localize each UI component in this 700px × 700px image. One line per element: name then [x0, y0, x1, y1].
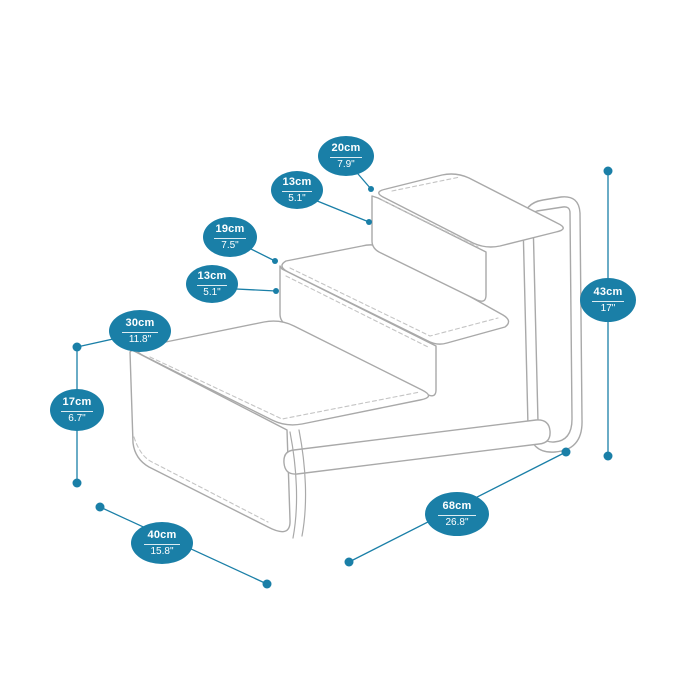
top-tread-stitch: [391, 176, 461, 192]
badge-divider: [214, 237, 246, 239]
dot-top-depth: [368, 186, 374, 192]
badge-divider: [122, 331, 158, 333]
badge-divider: [144, 543, 180, 545]
dimension-inch-label: 15.8": [150, 545, 174, 557]
dimension-inch-label: 6.7": [68, 412, 86, 424]
top-step-tread: [378, 173, 564, 248]
pet-stairs-outline: [129, 173, 583, 533]
base-skirt-stitch: [133, 436, 269, 523]
dimension-cm-label: 43cm: [593, 286, 623, 299]
badge-divider: [591, 300, 625, 302]
middle-riser-stitch: [285, 275, 429, 348]
dimension-badge-overall-length: 68cm 26.8": [425, 492, 489, 536]
middle-tread-stitch: [289, 267, 499, 337]
dimension-badge-bottom-step-depth: 30cm 11.8": [109, 310, 171, 352]
dot-middle-depth: [272, 258, 278, 264]
front-frame-tube-outer: [289, 431, 298, 539]
badge-divider: [61, 410, 93, 412]
badge-divider: [196, 284, 228, 286]
dot-width-right: [262, 579, 272, 589]
dimension-badge-top-step-depth: 20cm 7.9": [318, 136, 374, 176]
dot-bottomheight-top: [72, 342, 82, 352]
dimension-inch-label: 5.1": [203, 286, 221, 298]
top-step-riser: [371, 195, 487, 302]
base-front-face: [129, 349, 291, 533]
top-cushion-stitch: [381, 199, 479, 248]
badge-divider: [329, 156, 363, 158]
dimension-inch-label: 7.5": [221, 239, 239, 251]
dimension-cm-label: 68cm: [442, 500, 472, 513]
dimension-inch-label: 17": [600, 302, 616, 314]
frame-detail-lines: [289, 429, 307, 539]
dimension-cm-label: 20cm: [331, 142, 361, 155]
dimension-cm-label: 13cm: [282, 176, 312, 189]
dimension-inch-label: 11.8": [128, 333, 152, 345]
side-panel-frame: [532, 206, 573, 443]
dot-length-right: [561, 447, 571, 457]
dot-top-height: [366, 219, 372, 225]
dimension-cm-label: 17cm: [62, 396, 92, 409]
badge-divider: [281, 190, 313, 192]
dimension-badge-middle-step-depth: 19cm 7.5": [203, 217, 257, 257]
dimension-inch-label: 5.1": [288, 192, 306, 204]
dimension-dots: [72, 166, 613, 589]
dimension-badge-bottom-step-height: 17cm 6.7": [50, 389, 104, 431]
dimension-cm-label: 40cm: [147, 529, 177, 542]
dimension-badge-overall-width: 40cm 15.8": [131, 522, 193, 564]
dot-middle-height: [273, 288, 279, 294]
dot-length-left: [344, 557, 354, 567]
bottom-tread-stitch: [149, 356, 421, 420]
dot-bottomheight-bottom: [72, 478, 82, 488]
badge-divider: [438, 514, 476, 516]
dimension-badge-overall-height: 43cm 17": [580, 278, 636, 322]
bottom-side-rail: [283, 419, 551, 475]
front-frame-tube-inner: [298, 429, 307, 537]
dot-width-left: [95, 502, 105, 512]
dimension-badge-top-step-height: 13cm 5.1": [271, 171, 323, 209]
dimension-inch-label: 26.8": [445, 516, 469, 528]
dimension-cm-label: 30cm: [125, 317, 155, 330]
stitch-lines: [133, 176, 499, 523]
dimension-badge-middle-step-height: 13cm 5.1": [186, 265, 238, 303]
dimension-cm-label: 13cm: [197, 270, 227, 283]
dimension-inch-label: 7.9": [337, 158, 355, 170]
dimension-cm-label: 19cm: [215, 223, 245, 236]
dot-height-bottom: [603, 451, 613, 461]
dot-height-top: [603, 166, 613, 176]
